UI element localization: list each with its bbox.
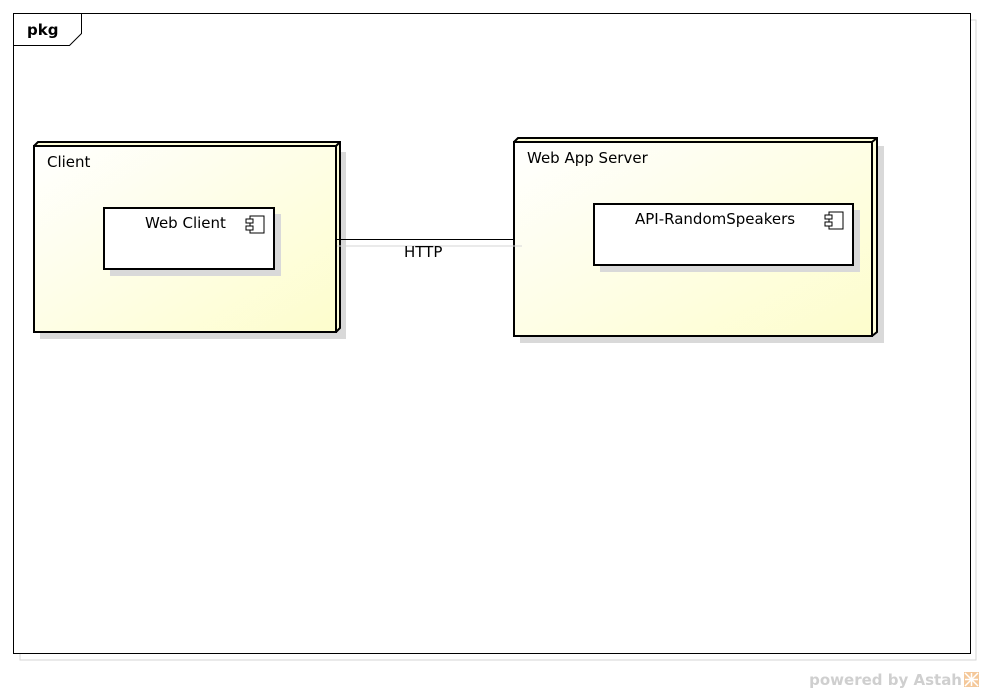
uml-component-icon <box>245 215 265 234</box>
astah-logo-icon <box>964 672 979 687</box>
component-web-client-label: Web Client <box>145 214 226 232</box>
uml-component-icon <box>824 211 844 230</box>
component-api-randomspeakers[interactable] <box>593 203 860 272</box>
package-tab <box>13 13 82 46</box>
astah-watermark: powered by Astah <box>809 671 962 689</box>
node-web-app-server-label: Web App Server <box>527 149 648 167</box>
package-label: pkg <box>27 21 59 39</box>
http-connector[interactable] <box>337 239 522 247</box>
component-api-randomspeakers-label: API-RandomSpeakers <box>635 210 796 228</box>
component-web-client[interactable] <box>103 207 281 276</box>
node-client-label: Client <box>47 153 91 171</box>
watermark-text: powered by Astah <box>809 671 962 689</box>
http-connector-label: HTTP <box>404 243 443 261</box>
